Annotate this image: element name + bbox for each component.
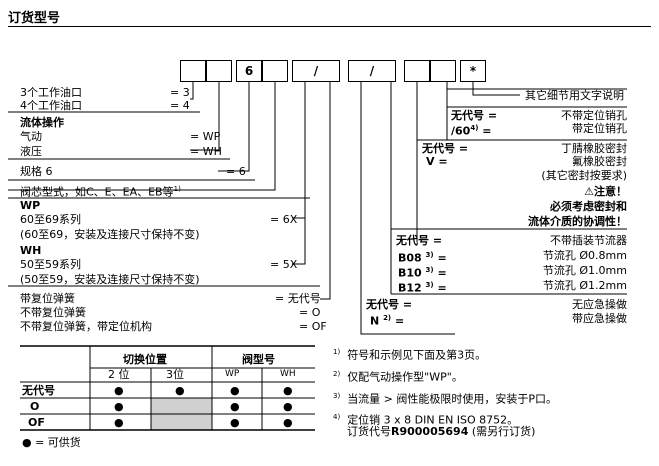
pos3-header: 3位 (166, 368, 184, 381)
code-b12: B12 3) = (398, 281, 447, 295)
footnote-3: 3) 当流量 > 阀性能极限时使用，安装于P口。 (333, 392, 558, 406)
wp-header: WP (225, 369, 240, 379)
cell-of-wp: ● (230, 416, 240, 429)
warning-icon: ⚠ (584, 185, 594, 198)
no-spring-detent-label: 不带复位弹簧，带定位机构 (20, 320, 152, 333)
footnote-2: 2) 仅配气动操作型"WP"。 (333, 370, 463, 384)
ports3-code: = 3 (170, 86, 190, 99)
spring-return-label: 带复位弹簧 (20, 292, 75, 305)
no-code-seal: 无代号 = (422, 142, 469, 155)
warning-text-1: 必须考虑密封和 (550, 200, 627, 213)
pos2-header: 2 位 (108, 368, 130, 381)
cell-none-wp: ● (230, 384, 240, 397)
wh-header: WH (280, 369, 296, 379)
cell-of-pos2: ● (114, 416, 124, 429)
nbr-seal-label: 丁腈橡胶密封 (561, 142, 627, 155)
no-spring-detent-code: = OF (299, 320, 327, 333)
title-divider (8, 26, 651, 27)
footnote-4: 4) 定位销 3 x 8 DIN EN ISO 8752。 (333, 413, 519, 427)
cell-none-wh: ● (283, 384, 293, 397)
size-label: 规格 6 (20, 165, 53, 178)
code-box-5: / (292, 60, 340, 82)
no-emergency-label: 无应急操做 (572, 298, 627, 311)
code-box-6: / (348, 60, 396, 82)
switch-position-header: 切换位置 (123, 353, 167, 366)
cell-none-pos2: ● (114, 384, 124, 397)
no-code-throttle: 无代号 = (396, 234, 443, 247)
hydraulic-code: = WH (190, 145, 222, 158)
cell-of-wh: ● (283, 416, 293, 429)
wp-series-label: 60至69系列 (20, 213, 81, 226)
wh-series-code: = 5X (270, 258, 298, 271)
no-code-pin: 无代号 = (451, 109, 498, 122)
code-v: V = (426, 155, 448, 168)
size-code: = 6 (226, 165, 246, 178)
row-label-none: 无代号 (22, 384, 55, 397)
code-box-4 (262, 60, 288, 82)
code-box-7 (404, 60, 430, 82)
cell-o-wh: ● (283, 400, 293, 413)
code-box-2 (206, 60, 232, 82)
code-box-1 (180, 60, 206, 82)
ports3-label: 3个工作油口 (20, 86, 82, 99)
valve-type-header: 阀型号 (242, 353, 275, 366)
wh-heading: WH (20, 244, 42, 257)
wp-series-code: = 6X (270, 213, 298, 226)
with-pin-hole-label: 带定位销孔 (572, 122, 627, 135)
code-n: N 2) = (370, 314, 405, 328)
cell-none-pos3: ● (175, 384, 185, 397)
no-spring-label: 不带复位弹簧 (20, 306, 86, 319)
fkm-seal-label: 氟橡胶密封 (572, 155, 627, 168)
wh-series-label: 50至59系列 (20, 258, 81, 271)
ports4-code: = 4 (170, 99, 190, 112)
operation-heading: 流体操作 (20, 116, 64, 129)
code-b10: B10 3) = (398, 266, 447, 280)
row-label-of: OF (28, 416, 45, 429)
hydraulic-label: 液压 (20, 145, 42, 158)
code-b08: B08 3) = (398, 251, 447, 265)
code-box-3: 6 (236, 60, 262, 82)
no-spring-code: = O (299, 306, 321, 319)
spool-type-label: 阀芯型式，如C、E、EA、EB等1) (20, 185, 181, 199)
wh-note: (50至59，安装及连接尺寸保持不变) (20, 273, 200, 286)
table-legend: ● = 可供货 (22, 436, 81, 449)
no-pin-hole-label: 不带定位销孔 (561, 109, 627, 122)
ports4-label: 4个工作油口 (20, 99, 82, 112)
b08-desc: 节流孔 Ø0.8mm (542, 249, 627, 262)
wp-heading: WP (20, 199, 41, 212)
pneumatic-label: 气动 (20, 130, 42, 143)
code-box-8 (430, 60, 456, 82)
with-emergency-label: 带应急操做 (572, 312, 627, 325)
row-label-o: O (30, 400, 40, 413)
warning-text-2: 流体介质的协调性！ (528, 215, 627, 228)
seal-note: (其它密封按要求) (541, 169, 627, 182)
other-details-label: 其它细节用文字说明 (525, 89, 624, 102)
warning-label: ⚠注意！ (584, 185, 627, 198)
b12-desc: 节流孔 Ø1.2mm (542, 279, 627, 292)
wp-note: (60至69，安装及连接尺寸保持不变) (20, 228, 200, 241)
code-60: /604) = (451, 124, 492, 138)
order-code-line: 订货代号R900005694 (需另行订货) (347, 425, 536, 438)
code-box-9: * (460, 60, 486, 82)
cell-o-pos2: ● (114, 400, 124, 413)
pneumatic-code: = WP (190, 130, 221, 143)
page-title: 订货型号 (8, 11, 61, 26)
footnote-1: 1) 符号和示例见下面及第3页。 (333, 348, 487, 362)
cell-o-wp: ● (230, 400, 240, 413)
no-throttle-label: 不带插装节流器 (550, 234, 627, 247)
spring-return-code: = 无代号 (275, 292, 321, 305)
b10-desc: 节流孔 Ø1.0mm (542, 264, 627, 277)
no-code-emergency: 无代号 = (366, 298, 413, 311)
